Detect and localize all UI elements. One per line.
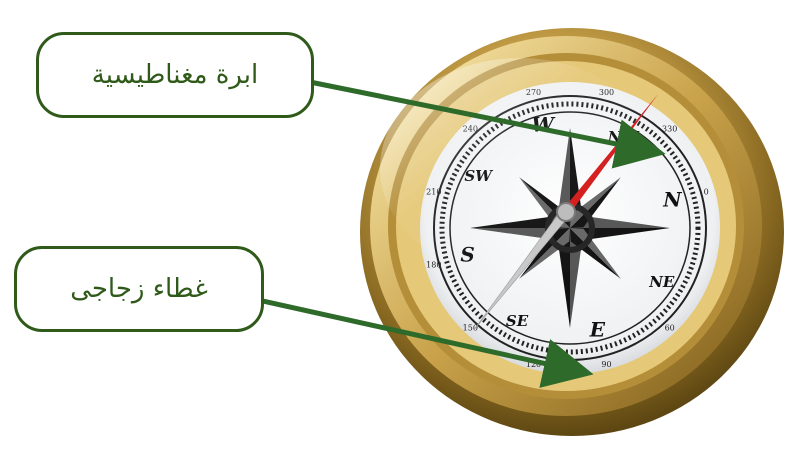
direction-label-n: N xyxy=(662,188,682,212)
glass-cover-label: غطاء زجاجى xyxy=(14,246,264,332)
needle-label-text: ابرة مغناطيسية xyxy=(92,60,258,90)
glass-reflection xyxy=(380,58,660,278)
degree-mark: 330 xyxy=(662,124,677,133)
direction-label-e: E xyxy=(589,317,606,341)
degree-mark: 60 xyxy=(665,324,675,333)
needle-label: ابرة مغناطيسية xyxy=(36,32,314,118)
degree-mark: 90 xyxy=(601,360,611,369)
direction-label-se: SE xyxy=(506,312,529,330)
degree-mark: 180 xyxy=(426,261,441,270)
direction-label-ne: NE xyxy=(648,273,675,291)
glass-cover-label-text: غطاء زجاجى xyxy=(70,274,208,304)
degree-mark: 0 xyxy=(704,188,709,197)
